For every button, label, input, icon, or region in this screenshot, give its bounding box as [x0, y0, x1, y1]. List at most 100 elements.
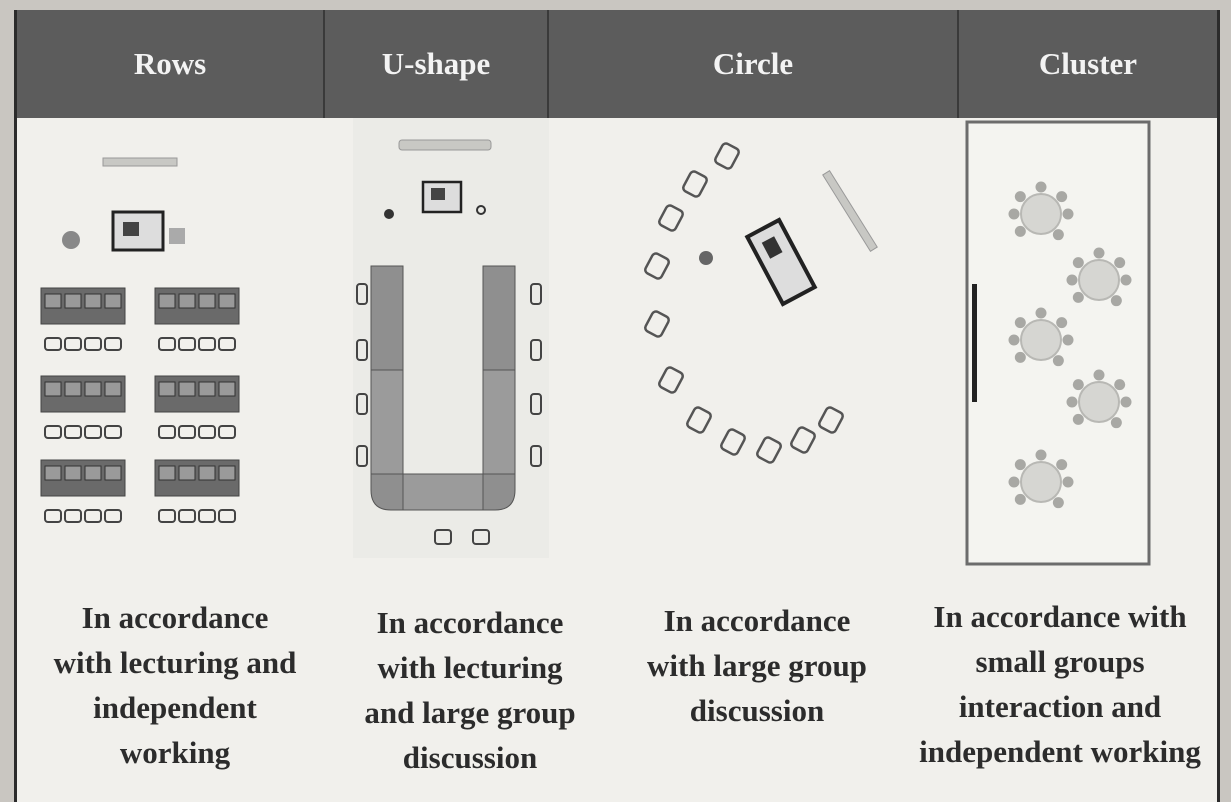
header-cluster: Cluster	[959, 10, 1217, 118]
student-seat	[1035, 449, 1047, 461]
desk-seat-mark	[64, 293, 82, 309]
caption-line: In accordance	[663, 603, 851, 638]
cluster-groups	[1008, 181, 1132, 509]
desk-item	[431, 188, 445, 200]
round-table	[1078, 381, 1120, 423]
student-chair	[158, 337, 176, 351]
caption-line: with lecturing and	[53, 645, 297, 680]
student-chair	[198, 425, 216, 439]
desk-block	[40, 287, 126, 351]
teacher-desk	[744, 217, 818, 307]
desk-seat-mark	[198, 465, 216, 481]
desk-block	[40, 375, 126, 439]
student-chair	[356, 445, 368, 467]
student-chair	[218, 509, 236, 523]
student-chair	[434, 529, 452, 545]
student-seat	[1120, 274, 1132, 286]
student-seat	[1008, 476, 1020, 488]
student-chair	[356, 283, 368, 305]
desk-block	[40, 459, 126, 523]
student-chair	[64, 337, 82, 351]
desk-seat-mark	[84, 293, 102, 309]
desk-block	[154, 459, 240, 523]
round-table	[1078, 259, 1120, 301]
student-chair	[104, 425, 122, 439]
caption-line: discussion	[402, 740, 538, 775]
caption-line: small groups	[975, 644, 1145, 679]
student-seat	[1110, 417, 1122, 429]
student-chair	[818, 406, 844, 434]
student-chair	[530, 339, 542, 361]
caption-line: and large group	[364, 695, 576, 730]
header-u-shape: U-shape	[325, 10, 549, 118]
student-chair	[84, 337, 102, 351]
student-chair	[530, 283, 542, 305]
desk-seat-mark	[104, 381, 122, 397]
desk-seat-mark	[104, 293, 122, 309]
student-seat	[1072, 291, 1084, 303]
desk-block	[154, 375, 240, 439]
student-chair	[720, 428, 746, 456]
table-group	[1008, 181, 1074, 241]
student-chair	[644, 310, 670, 338]
board	[972, 284, 977, 402]
u-left-table-2	[370, 369, 404, 475]
desk-seat-mark	[44, 381, 62, 397]
student-seat	[1062, 334, 1074, 346]
student-chair	[198, 337, 216, 351]
student-seat	[1008, 334, 1020, 346]
student-seat	[1056, 317, 1068, 329]
caption-line: In accordance with	[933, 599, 1187, 634]
caption-line: independent working	[919, 734, 1201, 769]
student-chair	[64, 509, 82, 523]
caption-circle: In accordance with large group discussio…	[607, 598, 907, 733]
student-chair	[356, 393, 368, 415]
u-shape-layout-diagram	[353, 118, 549, 558]
student-seat	[1014, 459, 1026, 471]
u-corner-right	[482, 473, 516, 511]
desk-seat-mark	[64, 381, 82, 397]
caption-line: In accordance	[81, 600, 269, 635]
circle-chairs	[644, 142, 844, 464]
student-chair	[158, 425, 176, 439]
teacher-desk	[111, 210, 165, 252]
student-chair	[644, 252, 670, 280]
student-seat	[1066, 274, 1078, 286]
round-table	[1020, 319, 1062, 361]
header-rows: Rows	[17, 10, 325, 118]
teacher-chair	[699, 251, 713, 265]
desk-seat-mark	[158, 381, 176, 397]
desk-seat-mark	[198, 293, 216, 309]
student-chair	[158, 509, 176, 523]
side-chair	[476, 205, 486, 215]
caption-rows: In accordance with lecturing and indepen…	[17, 595, 333, 775]
desk-seat-mark	[178, 293, 196, 309]
caption-line: In accordance	[376, 605, 564, 640]
student-chair	[44, 509, 62, 523]
cluster-layout-diagram	[965, 120, 1151, 566]
desk-seat-mark	[198, 381, 216, 397]
student-seat	[1110, 295, 1122, 307]
student-chair	[84, 425, 102, 439]
caption-line: with lecturing	[377, 650, 563, 685]
board	[102, 157, 178, 167]
desk-seat-mark	[218, 293, 236, 309]
student-seat	[1120, 396, 1132, 408]
student-seat	[1052, 229, 1064, 241]
comparison-table: Rows U-shape Circle Cluster	[14, 10, 1220, 802]
side-table	[169, 228, 185, 244]
u-shape-chairs	[356, 283, 542, 545]
student-seat	[1056, 459, 1068, 471]
desk-seat-mark	[84, 381, 102, 397]
caption-cluster: In accordance with small groups interact…	[897, 594, 1223, 774]
student-chair	[104, 509, 122, 523]
table-group	[1008, 449, 1074, 509]
u-bottom-table	[402, 473, 484, 511]
student-chair	[44, 337, 62, 351]
circle-layout-diagram	[644, 142, 878, 464]
caption-u-shape: In accordance with lecturing and large g…	[333, 600, 607, 780]
header-label: Rows	[133, 46, 207, 81]
desk-seat-mark	[44, 293, 62, 309]
student-chair	[198, 509, 216, 523]
student-chair	[790, 426, 816, 454]
